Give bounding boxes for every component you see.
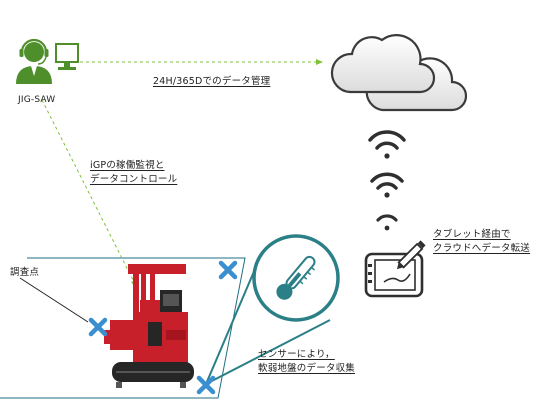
- x-marker-icon: [196, 375, 216, 395]
- wifi-icon: [376, 214, 398, 231]
- operator-to-machine-line: [41, 99, 136, 285]
- x-marker-icon: [88, 317, 108, 337]
- cloud-icon: [330, 34, 468, 112]
- ground-area: [0, 257, 246, 399]
- wifi-icon: [370, 172, 404, 198]
- tablet-transfer-label-1: タブレット経由で: [433, 229, 511, 240]
- sensor-label-2: 軟弱地盤のデータ収集: [258, 363, 356, 374]
- sensor-callout-edge: [205, 261, 259, 385]
- survey-point-label: 調査点: [10, 267, 40, 278]
- cloud-management-label: 24H/365Dでのデータ管理: [153, 76, 271, 87]
- operator-label: JIG-SAW: [18, 95, 56, 105]
- thermometer-icon: [276, 255, 316, 300]
- igp-monitoring-label: iGPの稼働監視と: [90, 160, 165, 171]
- operator-to-cloud-arrowhead: [316, 59, 323, 65]
- tablet-pen-icon: [364, 240, 426, 298]
- survey-point-leader: [19, 277, 89, 323]
- tablet-transfer-label-2: クラウドへデータ転送: [433, 243, 531, 254]
- x-marker-icon: [218, 260, 238, 280]
- wifi-icon: [368, 130, 406, 159]
- drilling-rig-icon: [104, 264, 194, 388]
- data-control-label: データコントロール: [90, 174, 178, 185]
- sensor-callout-edge: [205, 319, 331, 385]
- sensor-label-1: センサーにより，: [258, 349, 335, 360]
- operator-headset-icon: [16, 38, 79, 84]
